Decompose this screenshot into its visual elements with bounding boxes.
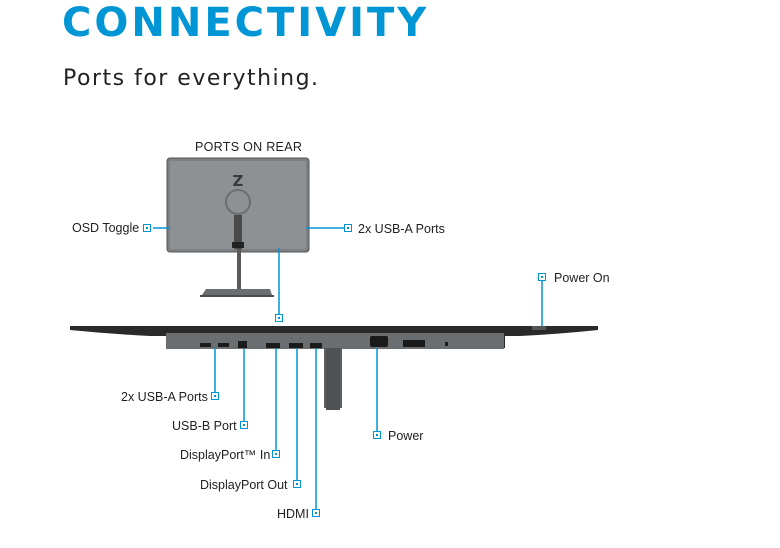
hdmi-port — [310, 343, 322, 348]
label-displayport-in: DisplayPort™ In — [180, 448, 271, 462]
callout-osd-toggle — [143, 224, 151, 232]
label-hdmi: HDMI — [277, 507, 309, 521]
label-usb-a-rear: 2x USB-A Ports — [358, 222, 445, 236]
label-usb-a-bottom: 2x USB-A Ports — [121, 390, 208, 404]
displayport-out-port — [289, 343, 303, 348]
bottom-monitor-illustration — [70, 326, 598, 410]
callout-usb-a-bottom — [211, 392, 219, 400]
callout-power — [373, 431, 381, 439]
callout-displayport-in — [272, 450, 280, 458]
callout-usb-a-rear — [344, 224, 352, 232]
label-power: Power — [388, 429, 424, 443]
callout-power-on — [538, 273, 546, 281]
leader-lines — [153, 227, 543, 510]
label-usb-b: USB-B Port — [172, 419, 237, 433]
callout-displayport-out — [293, 480, 301, 488]
power-port — [370, 336, 388, 347]
rear-monitor-illustration: Z — [166, 157, 310, 297]
displayport-in-port — [266, 343, 280, 348]
callout-hdmi — [312, 509, 320, 517]
kensington-slot — [445, 342, 448, 346]
page-subtitle: Ports for everything. — [63, 66, 320, 91]
callout-usb-b — [240, 421, 248, 429]
usb-a-port-2 — [218, 343, 229, 347]
usb-b-port — [238, 341, 247, 348]
label-displayport-out: DisplayPort Out — [200, 478, 288, 492]
label-osd-toggle: OSD Toggle — [72, 221, 140, 235]
usb-a-port-1 — [200, 343, 211, 347]
callout-rear-to-bottom — [275, 314, 283, 322]
rear-ports-heading: PORTS ON REAR — [195, 140, 303, 154]
power-switch — [403, 340, 425, 347]
page-title: CONNECTIVITY — [62, 0, 430, 46]
label-power-on: Power On — [554, 271, 610, 285]
z-logo: Z — [233, 172, 244, 190]
